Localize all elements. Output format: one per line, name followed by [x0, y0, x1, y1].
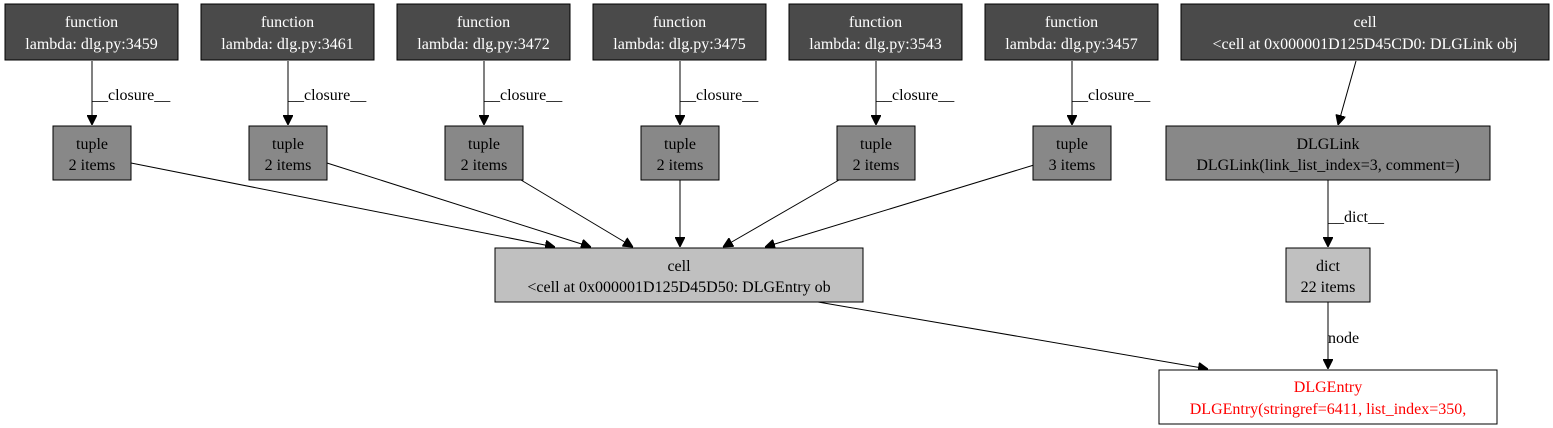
node-box — [4, 3, 179, 61]
node-detail-label: lambda: dlg.py:3459 — [25, 36, 157, 53]
node-type-label: tuple — [860, 136, 892, 153]
node-function-3472[interactable]: function lambda: dlg.py:3472 — [396, 3, 571, 61]
nodes: function lambda: dlg.py:3459 function la… — [4, 3, 1550, 425]
node-tuple-5[interactable]: tuple 2 items — [836, 125, 916, 181]
node-cell-dlgentry[interactable]: cell <cell at 0x000001D125D45D50: DLGEnt… — [494, 247, 864, 303]
node-dict[interactable]: dict 22 items — [1285, 247, 1371, 303]
node-box — [494, 247, 864, 303]
node-tuple-6[interactable]: tuple 3 items — [1032, 125, 1112, 181]
node-type-label: tuple — [1056, 136, 1088, 153]
node-type-label: function — [65, 14, 118, 31]
node-type-label: tuple — [664, 136, 696, 153]
node-box — [52, 125, 132, 181]
node-type-label: function — [457, 14, 510, 31]
node-box — [396, 3, 571, 61]
edge-label-closure-1: __closure__ — [91, 87, 171, 104]
node-detail-label: 3 items — [1049, 157, 1096, 174]
edge-label-closure-3: __closure__ — [483, 87, 563, 104]
node-box — [1165, 125, 1491, 181]
node-type-label: dict — [1316, 258, 1341, 275]
node-type-label: tuple — [272, 136, 304, 153]
node-box — [836, 125, 916, 181]
node-box — [788, 3, 963, 61]
node-detail-label: lambda: dlg.py:3461 — [221, 36, 353, 53]
node-detail-label: 2 items — [657, 157, 704, 174]
edge-celltop-dlglink — [1338, 60, 1357, 125]
node-dlgentry[interactable]: DLGEntry DLGEntry(stringref=6411, list_i… — [1158, 369, 1498, 425]
node-function-3475[interactable]: function lambda: dlg.py:3475 — [592, 3, 767, 61]
node-dlglink[interactable]: DLGLink DLGLink(link_list_index=3, comme… — [1165, 125, 1491, 181]
edge-tuple5-cellmid — [723, 179, 840, 247]
node-box — [1180, 3, 1550, 61]
edge-label-closure-2: __closure__ — [287, 87, 367, 104]
node-box — [200, 3, 375, 61]
node-type-label: function — [261, 14, 314, 31]
node-box — [592, 3, 767, 61]
node-cell-dlglink[interactable]: cell <cell at 0x000001D125D45CD0: DLGLin… — [1180, 3, 1550, 61]
node-detail-label: 2 items — [461, 157, 508, 174]
node-tuple-2[interactable]: tuple 2 items — [248, 125, 328, 181]
node-type-label: cell — [1353, 14, 1377, 31]
node-detail-label: lambda: dlg.py:3475 — [613, 36, 745, 53]
node-box — [248, 125, 328, 181]
edge-label-node: node — [1328, 330, 1359, 347]
node-box — [1285, 247, 1371, 303]
node-type-label: tuple — [468, 136, 500, 153]
node-detail-label: <cell at 0x000001D125D45D50: DLGEntry ob — [527, 279, 830, 296]
node-type-label: tuple — [76, 136, 108, 153]
node-detail-label: lambda: dlg.py:3472 — [417, 36, 549, 53]
node-tuple-3[interactable]: tuple 2 items — [444, 125, 524, 181]
edge-label-closure-4: __closure__ — [679, 87, 759, 104]
node-detail-label: <cell at 0x000001D125D45CD0: DLGLink obj — [1213, 36, 1518, 53]
edge-label-dict: __dict__ — [1327, 209, 1385, 226]
node-function-3457[interactable]: function lambda: dlg.py:3457 — [984, 3, 1159, 61]
edge-label-closure-6: __closure__ — [1071, 87, 1151, 104]
node-detail-label: lambda: dlg.py:3543 — [809, 36, 941, 53]
node-detail-label: 2 items — [265, 157, 312, 174]
node-function-3459[interactable]: function lambda: dlg.py:3459 — [4, 3, 179, 61]
node-box — [984, 3, 1159, 61]
node-detail-label: DLGLink(link_list_index=3, comment=) — [1196, 157, 1459, 174]
node-box — [444, 125, 524, 181]
edge-tuple3-cellmid — [520, 179, 633, 247]
edge-tuple6-cellmid — [765, 164, 1035, 247]
node-function-3543[interactable]: function lambda: dlg.py:3543 — [788, 3, 963, 61]
edges: __closure__ __closure__ __closure__ __cl… — [91, 60, 1385, 369]
node-detail-label: 22 items — [1301, 279, 1356, 296]
node-box — [640, 125, 720, 181]
node-box — [1032, 125, 1112, 181]
node-box — [1158, 369, 1498, 425]
node-tuple-4[interactable]: tuple 2 items — [640, 125, 720, 181]
edge-label-closure-5: __closure__ — [875, 87, 955, 104]
edge-tuple2-cellmid — [326, 162, 591, 247]
node-type-label: function — [849, 14, 902, 31]
node-function-3461[interactable]: function lambda: dlg.py:3461 — [200, 3, 375, 61]
node-type-label: DLGEntry — [1294, 379, 1362, 396]
node-detail-label: lambda: dlg.py:3457 — [1005, 36, 1137, 53]
node-tuple-1[interactable]: tuple 2 items — [52, 125, 132, 181]
node-detail-label: 2 items — [853, 157, 900, 174]
node-type-label: function — [653, 14, 706, 31]
node-type-label: DLGLink — [1296, 136, 1359, 153]
edge-tuple1-cellmid — [130, 162, 555, 247]
node-type-label: cell — [667, 258, 691, 275]
node-detail-label: 2 items — [69, 157, 116, 174]
node-type-label: function — [1045, 14, 1098, 31]
node-detail-label: DLGEntry(stringref=6411, list_index=350, — [1190, 401, 1467, 418]
edge-cellmid-dlgentry — [817, 301, 1208, 369]
